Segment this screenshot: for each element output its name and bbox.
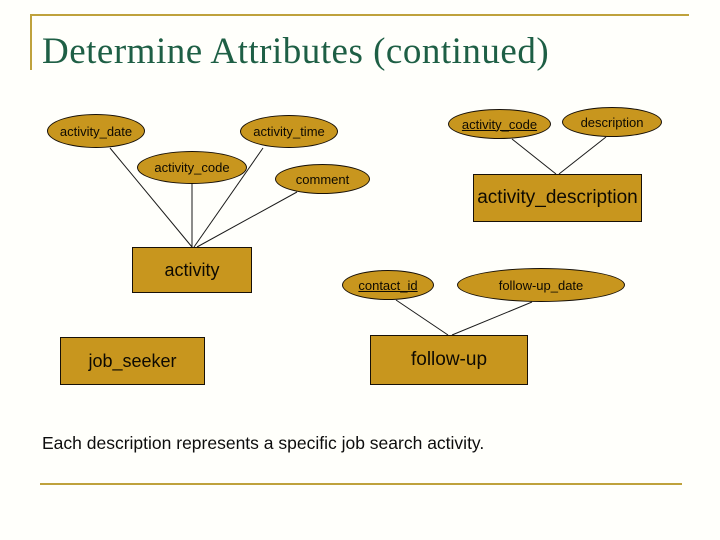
attribute-label: description	[580, 114, 644, 130]
connector-line	[511, 138, 557, 175]
connector-line	[558, 136, 607, 175]
attribute-label: activity_code	[154, 160, 230, 175]
attribute-label-underlined: contact_id	[358, 277, 418, 293]
attribute-label-underlined: activity_code	[461, 116, 538, 132]
attribute-label: activity_date	[59, 123, 133, 139]
entity-box-job-seeker: job_seeker	[60, 337, 205, 385]
connector-line	[196, 191, 298, 248]
attribute-ellipse-activity-code: activity_code	[137, 151, 247, 184]
attribute-label: comment	[295, 171, 350, 187]
attribute-ellipse-contact-id-key: contact_id	[342, 270, 434, 300]
attribute-ellipse-comment: comment	[275, 164, 370, 194]
left-accent-line	[30, 14, 32, 70]
attribute-ellipse-follow-up-date: follow-up_date	[457, 268, 625, 302]
entity-box-follow-up: follow-up	[370, 335, 528, 385]
attribute-ellipse-activity-date: activity_date	[47, 114, 145, 148]
connector-line	[395, 299, 449, 336]
attribute-label: activity_time	[253, 124, 325, 139]
attribute-label: follow-up_date	[498, 277, 584, 293]
attribute-ellipse-description: description	[562, 107, 662, 137]
entity-label: follow-up	[410, 349, 488, 370]
attribute-ellipse-activity-code-key: activity_code	[448, 109, 551, 139]
entity-label: activity_description	[477, 187, 638, 208]
entity-label: activity	[164, 259, 220, 280]
bottom-accent-line	[40, 483, 682, 485]
entity-box-activity: activity	[132, 247, 252, 293]
slide-caption: Each description represents a specific j…	[42, 433, 485, 453]
attribute-ellipse-activity-time: activity_time	[240, 115, 338, 148]
connector-line	[451, 301, 533, 336]
entity-label: job_seeker	[88, 350, 177, 371]
top-accent-line	[30, 14, 689, 16]
slide-title: Determine Attributes (continued)	[42, 31, 550, 72]
entity-box-activity-description: activity_description	[473, 174, 642, 222]
